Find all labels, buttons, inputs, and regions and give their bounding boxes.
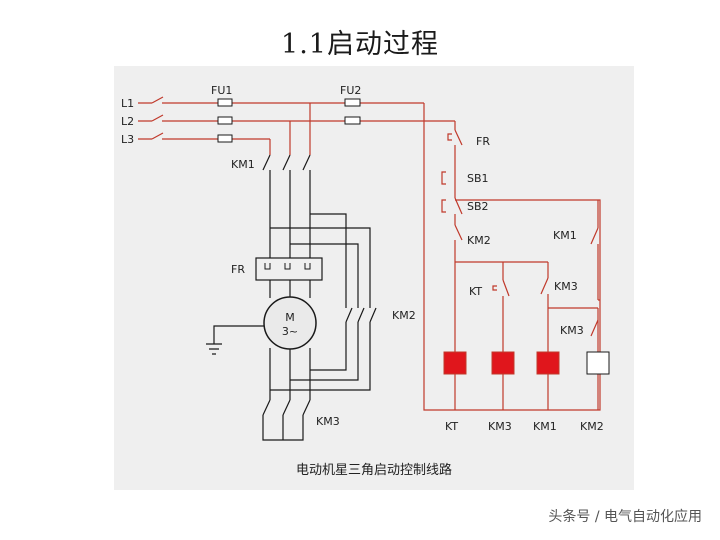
label-km3-main: KM3 [316, 415, 340, 428]
label-km2-interlock: KM2 [467, 234, 491, 247]
label-km3-nc: KM3 [554, 280, 578, 293]
label-km1-hold: KM1 [553, 229, 577, 242]
label-sb1: SB1 [467, 172, 489, 185]
label-coil-km1: KM1 [533, 420, 557, 433]
label-fr-ctrl: FR [476, 135, 490, 148]
coils [443, 351, 610, 375]
motor-wiring [206, 154, 377, 441]
label-fr-main: FR [231, 263, 245, 276]
slide-title: 1.1启动过程 [281, 29, 439, 60]
circuit-schematic: L1 L2 L3 FU1 FU2 KM1 FR M 3~ KM2 KM3 FR … [121, 84, 610, 441]
label-km2-main: KM2 [392, 309, 416, 322]
label-motor-phase: 3~ [282, 325, 298, 338]
label-fu1: FU1 [211, 84, 232, 97]
label-coil-km2: KM2 [580, 420, 604, 433]
coil-km3 [491, 351, 515, 375]
label-coil-kt: KT [445, 420, 458, 433]
watermark-text: 头条号 / 电气自动化应用 [548, 509, 702, 525]
coil-km2 [586, 351, 610, 375]
diagram-caption: 电动机星三角启动控制线路 [295, 463, 452, 478]
label-km1-main: KM1 [231, 158, 255, 171]
label-l2: L2 [121, 115, 134, 128]
label-l1: L1 [121, 97, 134, 110]
label-sb2: SB2 [467, 200, 489, 213]
fuse-fu1 [217, 98, 233, 143]
label-fu2: FU2 [340, 84, 361, 97]
fuse-fu2 [344, 98, 361, 125]
label-kt-contact: KT [469, 285, 482, 298]
power-lines [138, 96, 601, 411]
diagram-panel [114, 66, 634, 490]
motor-symbol [263, 296, 317, 350]
label-l3: L3 [121, 133, 134, 146]
coil-kt [443, 351, 467, 375]
coil-km1 [536, 351, 560, 375]
label-coil-km3: KM3 [488, 420, 512, 433]
label-motor-m: M [285, 311, 295, 324]
label-km3-no: KM3 [560, 324, 584, 337]
fr-heaters [264, 263, 311, 270]
